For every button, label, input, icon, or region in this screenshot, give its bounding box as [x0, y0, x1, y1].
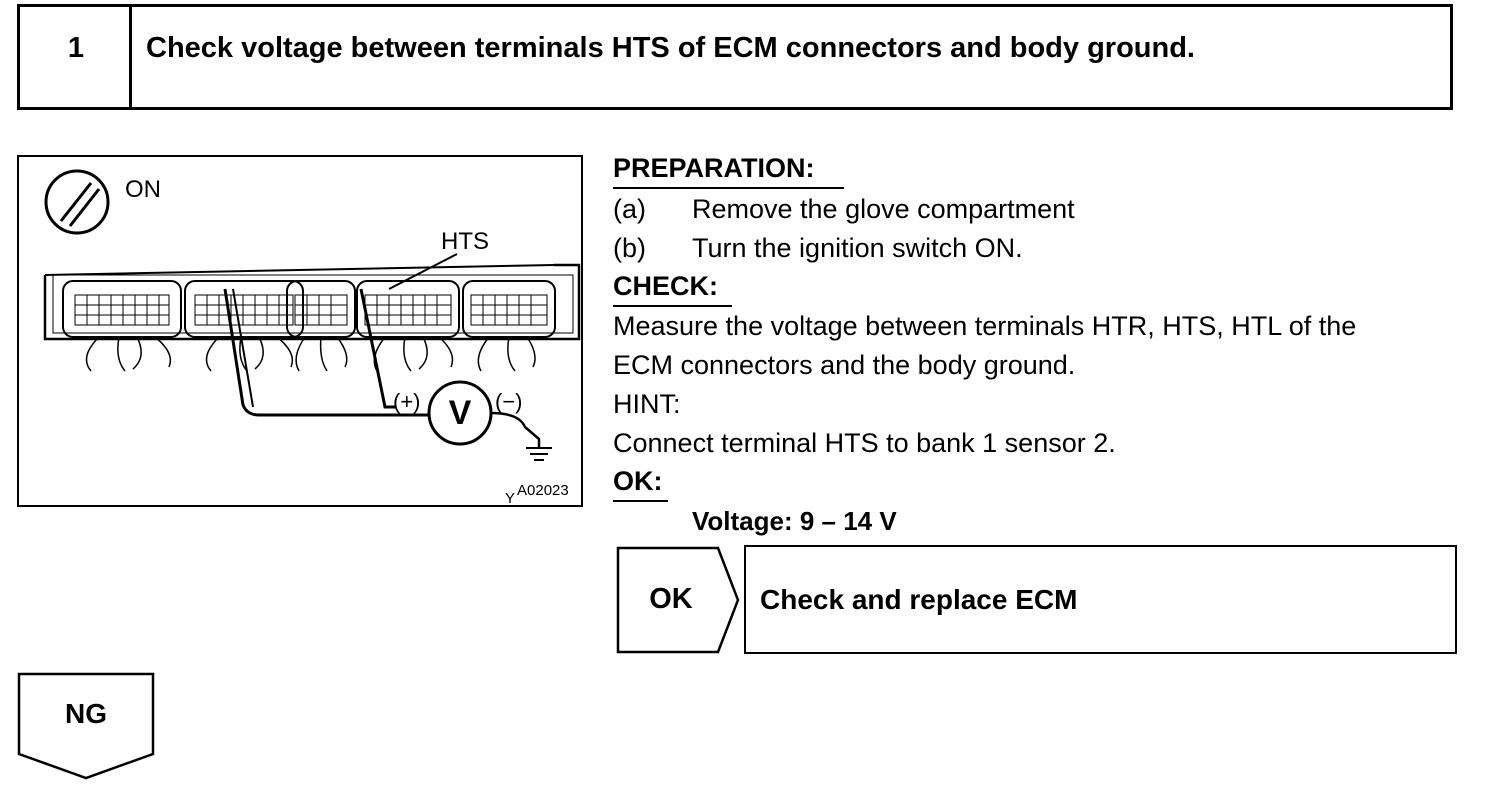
voltmeter-label: V: [449, 394, 472, 432]
prep-item-b-marker: (b): [613, 233, 646, 263]
hint-text: Connect terminal HTS to bank 1 sensor 2.: [613, 428, 1116, 458]
ng-tag-label: NG: [65, 698, 107, 729]
connector-2: [184, 280, 304, 372]
ok-spec: Voltage: 9 – 14 V: [692, 506, 897, 536]
connector-5: [462, 280, 556, 372]
ground-symbol-icon: [490, 411, 552, 461]
ok-tag: OK: [616, 546, 740, 654]
step-header: 1 Check voltage between terminals HTS of…: [17, 4, 1453, 110]
ok-tag-label: OK: [649, 583, 693, 615]
figure-prefix: Y: [505, 490, 515, 507]
connector-3: [286, 280, 356, 372]
step-number: 1: [67, 32, 85, 64]
ecm-body: [43, 263, 581, 341]
ignition-key-icon: [44, 169, 110, 235]
ignition-on-label: ON: [125, 176, 161, 203]
step-title: Check voltage between terminals HTS of E…: [146, 32, 1195, 64]
connector-4: [356, 280, 460, 372]
ok-underline: [613, 500, 668, 502]
figure-code: A02023: [517, 482, 569, 499]
ok-arrow-shape: [616, 546, 740, 654]
ng-tag: NG: [17, 672, 157, 782]
hint-heading: HINT:: [613, 389, 681, 419]
negative-terminal-label: (−): [495, 389, 523, 414]
check-line-1: Measure the voltage between terminals HT…: [613, 311, 1357, 341]
ng-arrow-shape: [17, 672, 155, 780]
positive-terminal-label: (+): [393, 389, 421, 414]
ok-heading: OK:: [613, 466, 663, 496]
probe-leads: [223, 288, 429, 417]
check-line-2: ECM connectors and the body ground.: [613, 350, 1076, 380]
preparation-heading: PREPARATION:: [613, 153, 815, 183]
terminal-hts-label: HTS: [441, 228, 489, 255]
prep-item-b-text: Turn the ignition switch ON.: [692, 233, 1023, 263]
preparation-underline: [613, 187, 844, 189]
check-heading: CHECK:: [613, 271, 718, 301]
prep-item-a-text: Remove the glove compartment: [692, 194, 1075, 224]
ok-result-box: Check and replace ECM: [744, 545, 1457, 654]
connector-1: [62, 280, 182, 372]
ecm-connector-illustration: ON HTS: [17, 155, 583, 507]
prep-item-a-marker: (a): [613, 194, 646, 224]
hts-leader-line: [388, 253, 458, 290]
ecm-diagram: ON HTS: [43, 169, 581, 507]
step-number-cell: 1: [20, 7, 132, 107]
ok-result-text: Check and replace ECM: [760, 584, 1078, 615]
check-underline: [613, 305, 732, 307]
